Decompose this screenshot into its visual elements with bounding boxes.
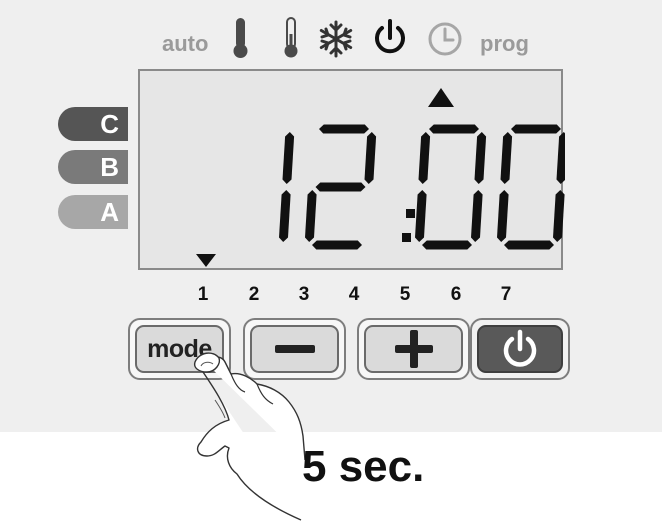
segment-e	[305, 190, 317, 242]
plus-icon	[394, 330, 433, 368]
segment-b	[282, 132, 295, 184]
segment-b	[474, 132, 487, 184]
segment-d	[422, 240, 472, 250]
pressing-hand-illustration	[193, 352, 306, 521]
power-button-face[interactable]	[477, 325, 563, 373]
hold-duration-instruction: 5 sec.	[302, 442, 425, 491]
day-number-6: 6	[450, 284, 462, 305]
day-number-5: 5	[399, 284, 411, 305]
mode-prog-label: prog	[480, 31, 529, 56]
mode-cursor-triangle-up-icon	[428, 88, 454, 107]
mode-auto-label: auto	[162, 31, 209, 56]
minus-button-face[interactable]	[250, 325, 339, 373]
power-button[interactable]	[470, 318, 570, 380]
day-number-4: 4	[348, 284, 360, 305]
thermometer-eco-icon	[284, 17, 298, 58]
segment-d	[312, 240, 362, 250]
day-marker-triangle-down-icon	[196, 254, 216, 267]
plus-button-face[interactable]	[364, 325, 463, 373]
segment-g	[315, 182, 366, 192]
day-number-7: 7	[500, 284, 512, 305]
lcd-display	[138, 69, 565, 270]
day-number-3: 3	[298, 284, 310, 305]
segment-b	[364, 132, 377, 184]
segment-e	[415, 190, 427, 242]
power-icon	[503, 329, 537, 367]
segment-c	[279, 190, 291, 242]
minus-button[interactable]	[243, 318, 346, 380]
day-number-row: 1 2 3 4 5 6 7	[0, 284, 662, 308]
clock-icon	[428, 22, 462, 56]
time-digit-1	[279, 132, 295, 242]
segment-b	[556, 132, 565, 184]
snowflake-icon	[319, 20, 353, 58]
minus-icon	[274, 345, 315, 353]
segment-c	[471, 190, 483, 242]
segment-a	[511, 124, 561, 134]
segment-f	[418, 132, 431, 184]
time-colon	[402, 209, 415, 242]
program-tab-b: B	[58, 150, 128, 184]
segment-a	[429, 124, 479, 134]
segment-f	[500, 132, 513, 184]
time-digit-2	[305, 124, 377, 250]
program-tab-c: C	[58, 107, 128, 141]
time-digit-3	[415, 124, 487, 250]
time-digit-4	[497, 124, 565, 250]
control-panel: auto prog C B A 1 2 3 4 5 6 7 mode	[0, 0, 662, 432]
segment-a	[319, 124, 369, 134]
segment-e	[497, 190, 509, 242]
power-icon	[375, 19, 405, 54]
mode-indicator-bar: auto prog	[0, 16, 662, 64]
mode-button-face[interactable]: mode	[135, 325, 224, 373]
day-number-2: 2	[248, 284, 260, 305]
time-readout	[196, 88, 565, 267]
thermometer-comfort-icon	[233, 18, 248, 58]
segment-d	[504, 240, 554, 250]
day-number-1: 1	[197, 284, 209, 305]
program-tab-a: A	[58, 195, 128, 229]
time-digits	[279, 124, 565, 250]
segment-c	[553, 190, 565, 242]
plus-button[interactable]	[357, 318, 470, 380]
